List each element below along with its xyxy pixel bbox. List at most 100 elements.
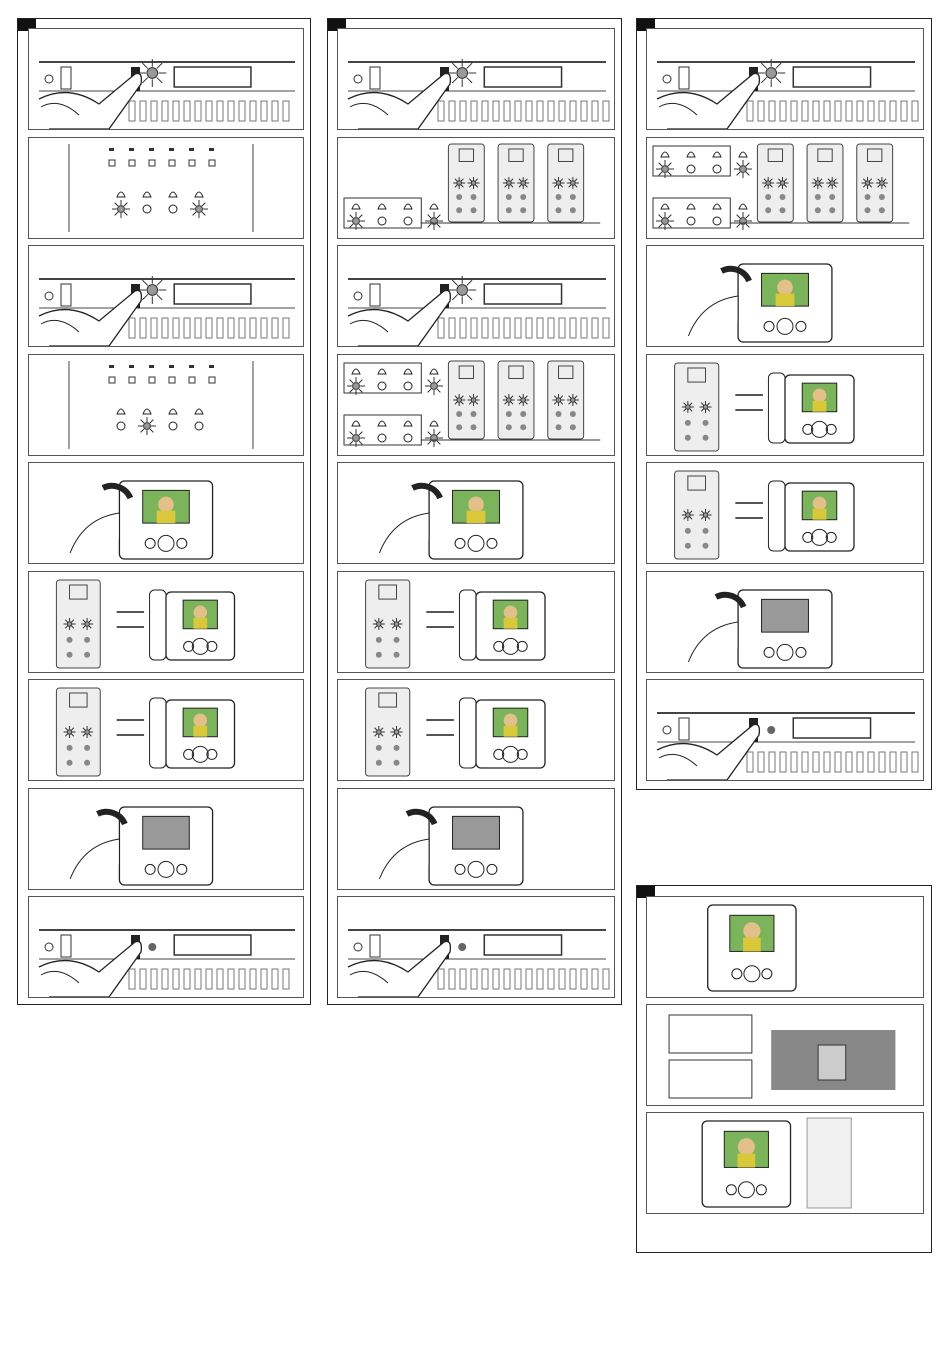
monitor-screen: [762, 599, 809, 632]
flashing-led-icon: [391, 726, 403, 738]
step-press: [337, 245, 615, 347]
step-leds4: [28, 137, 304, 239]
monitor-screen: [143, 816, 190, 849]
entry-panel: [857, 144, 893, 222]
step-lift: [646, 245, 924, 347]
door-icon: [143, 192, 151, 197]
control-module: [344, 415, 443, 447]
hand-icon: [657, 73, 759, 129]
entry-panel: [56, 580, 100, 668]
led-icon: [169, 422, 177, 430]
angle-diagram: [669, 1015, 752, 1053]
flashing-led-icon: [812, 177, 824, 189]
flashing-led-icon: [425, 377, 443, 395]
flashing-led-icon: [567, 394, 579, 406]
hand-icon: [39, 941, 141, 997]
entry-panel: [757, 144, 793, 222]
handset-icon: [459, 590, 476, 660]
flashing-led-icon: [64, 618, 76, 630]
hand-icon: [348, 290, 450, 346]
step-adjust: [646, 1112, 924, 1214]
entry-panel: [448, 361, 484, 439]
angle-diagram: [669, 1060, 752, 1098]
flashing-led-icon: [682, 401, 694, 413]
led-panel: [69, 361, 253, 449]
flashing-led-icon: [757, 59, 785, 87]
flashing-led-icon: [553, 177, 565, 189]
flashing-led-icon: [553, 394, 565, 406]
alarm-icon: [739, 204, 747, 209]
flashing-led-icon: [453, 394, 465, 406]
flashing-led-icon: [190, 200, 208, 218]
hand-icon: [39, 73, 141, 129]
flashing-led-icon: [503, 394, 515, 406]
alarm-icon: [430, 421, 438, 426]
alarm-icon: [739, 152, 747, 157]
flashing-led-icon: [373, 618, 385, 630]
door-icon: [143, 409, 151, 414]
exchange-arrow-icon: [735, 503, 763, 518]
flashing-led-icon: [826, 177, 838, 189]
video-monitor: [785, 483, 854, 551]
bell-icon: [117, 409, 125, 414]
flashing-led-icon: [347, 212, 365, 230]
flashing-led-icon: [373, 726, 385, 738]
step-leds1: [28, 354, 304, 456]
entry-panel: [548, 144, 584, 222]
entry-panel: [675, 471, 719, 559]
step-answer: [337, 679, 615, 781]
step-answer: [646, 462, 924, 564]
video-monitor: [708, 905, 796, 991]
step-hangup: [337, 788, 615, 890]
step-camera: [646, 1004, 924, 1106]
hand-icon: [379, 839, 429, 879]
control-module: [653, 198, 752, 230]
handset-icon: [150, 698, 166, 768]
led-off-icon: [458, 943, 466, 951]
alarm-icon: [430, 369, 438, 374]
entry-panel: [807, 144, 843, 222]
video-monitor: [738, 590, 832, 668]
alarm-icon: [195, 192, 203, 197]
flashing-led-icon: [567, 177, 579, 189]
video-monitor: [476, 700, 545, 768]
flashing-led-icon: [656, 212, 674, 230]
step-panels2: [646, 137, 924, 239]
display-window: [793, 67, 870, 87]
flashing-led-icon: [517, 394, 529, 406]
step-press: [28, 28, 304, 130]
step-release: [646, 679, 924, 781]
flashing-led-icon: [81, 726, 93, 738]
flashing-led-icon: [700, 509, 712, 521]
step-press: [28, 245, 304, 347]
flashing-led-icon: [468, 177, 480, 189]
flashing-led-icon: [347, 377, 365, 395]
flashing-led-icon: [700, 401, 712, 413]
control-module: [344, 198, 443, 230]
hand-icon: [348, 941, 450, 997]
hand-icon: [688, 296, 738, 336]
hand-icon: [70, 839, 119, 879]
brightness-control[interactable]: [807, 1118, 851, 1208]
video-monitor: [702, 1121, 790, 1207]
hand-icon: [657, 724, 759, 780]
bell-icon: [117, 192, 125, 197]
handset-icon: [459, 698, 476, 768]
video-monitor: [476, 592, 545, 660]
step-lift: [337, 462, 615, 564]
entry-panel: [366, 580, 410, 668]
step-press: [646, 28, 924, 130]
video-monitor: [119, 807, 212, 885]
led-off-icon: [767, 726, 775, 734]
handset-icon: [768, 481, 785, 551]
video-monitor: [119, 481, 212, 559]
flashing-led-icon: [734, 212, 752, 230]
display-window: [484, 935, 561, 955]
step-monitor: [646, 896, 924, 998]
hand-icon: [348, 73, 450, 129]
step-press: [337, 28, 615, 130]
flashing-led-icon: [682, 509, 694, 521]
video-monitor: [429, 807, 523, 885]
step-answer: [28, 679, 304, 781]
video-monitor: [785, 375, 854, 443]
